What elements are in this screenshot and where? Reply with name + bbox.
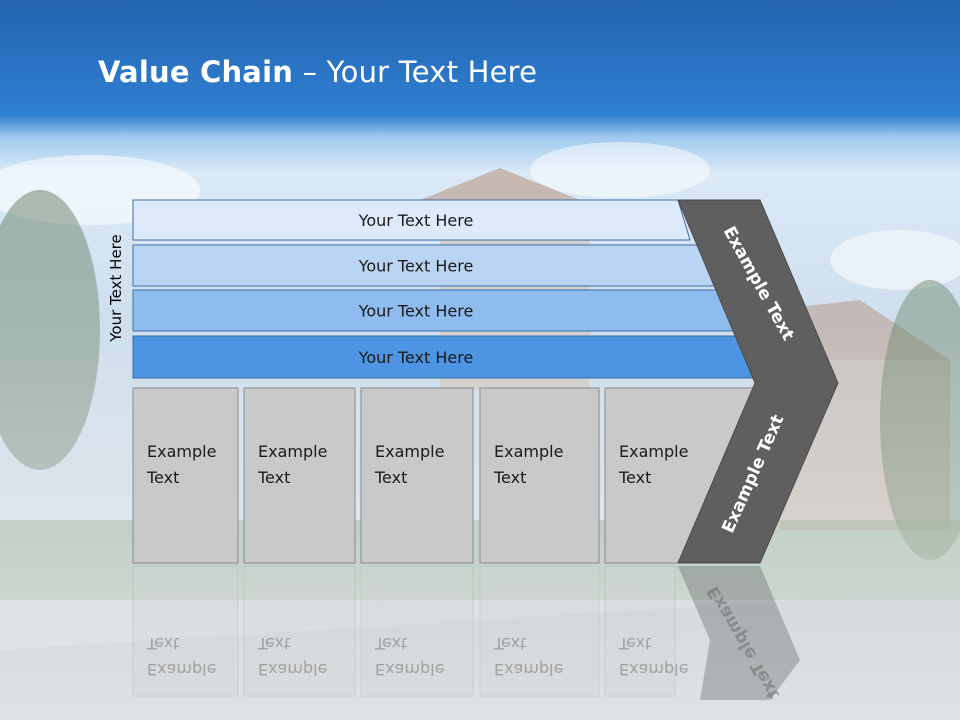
box-reflection-4	[479, 565, 600, 697]
box-reflection-1	[132, 565, 239, 697]
box-text-line1: Example	[147, 442, 217, 461]
reflection-line1: Example	[375, 660, 445, 679]
box-1	[132, 387, 239, 564]
title-rest: – Your Text Here	[293, 55, 538, 89]
reflection-line2: Text	[147, 634, 180, 653]
box-text-reflection-4: Example Text	[494, 630, 563, 682]
box-2	[243, 387, 356, 564]
bar-label-4: Your Text Here	[358, 348, 474, 367]
box-reflection-3	[360, 565, 474, 697]
reflection-line2: Text	[375, 634, 408, 653]
title-bold: Value Chain	[98, 55, 294, 89]
chevron-reflection	[678, 566, 800, 700]
box-4	[479, 387, 600, 564]
reflection-line1: Example	[147, 660, 217, 679]
box-text-reflection-1: Example Text	[147, 630, 216, 682]
bar-label-3: Your Text Here	[358, 302, 474, 321]
boxes-reflection	[132, 565, 676, 697]
box-text-reflection-3: Example Text	[375, 630, 444, 682]
box-text-reflection-5: Example Text	[619, 630, 688, 682]
box-reflection-2	[243, 565, 356, 697]
box-text-line2: Text	[375, 468, 408, 487]
reflection-line2: Text	[258, 634, 291, 653]
box-text-reflection-2: Example Text	[258, 630, 327, 682]
boxes-layer	[132, 387, 763, 564]
reflection-line1: Example	[619, 660, 689, 679]
box-text-line1: Example	[494, 442, 564, 461]
slide-title: Value Chain – Your Text Here	[98, 55, 537, 89]
box-text-line2: Text	[494, 468, 527, 487]
reflection-line2: Text	[494, 634, 527, 653]
box-3	[360, 387, 474, 564]
bar-label-1: Your Text Here	[358, 211, 474, 230]
bar-label-2: Your Text Here	[358, 257, 474, 276]
box-text-line1: Example	[375, 442, 445, 461]
box-text-line1: Example	[619, 442, 689, 461]
box-text-line2: Text	[619, 468, 652, 487]
box-reflection-5	[604, 565, 676, 697]
reflection-line2: Text	[619, 634, 652, 653]
chevron-arrow	[677, 199, 839, 564]
box-text-line2: Text	[147, 468, 180, 487]
bar-1	[132, 199, 691, 241]
box-text-line2: Text	[258, 468, 291, 487]
reflection-line1: Example	[494, 660, 564, 679]
reflection-line1: Example	[258, 660, 328, 679]
box-text-line1: Example	[258, 442, 328, 461]
